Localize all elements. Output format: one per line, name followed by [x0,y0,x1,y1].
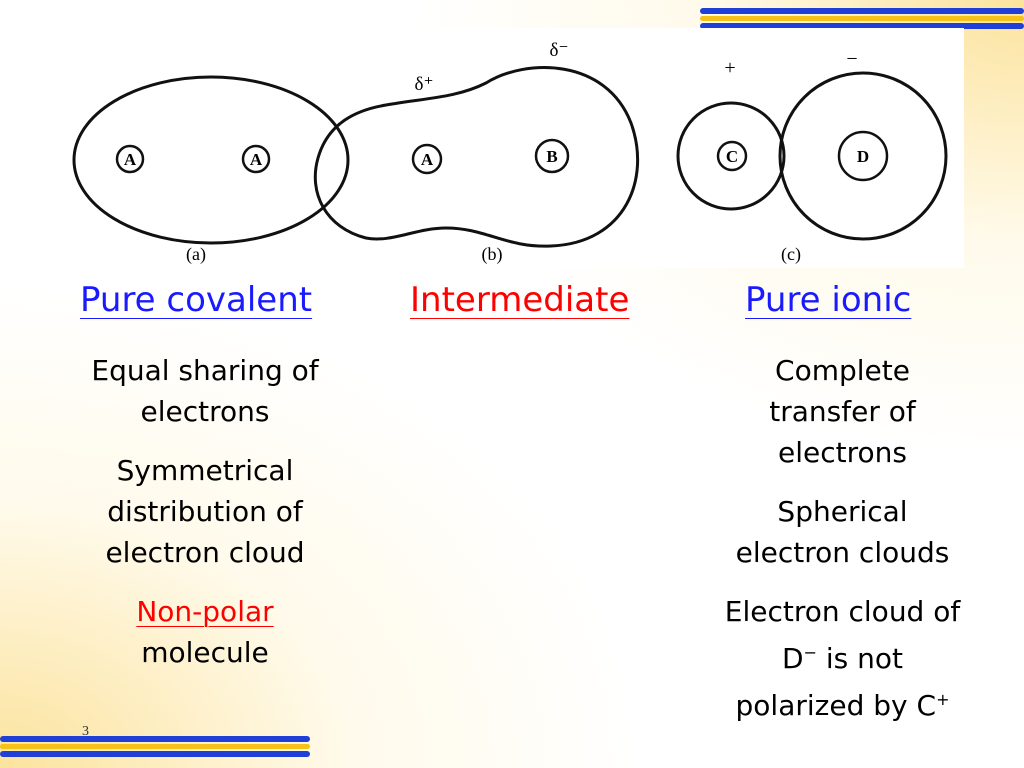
charge-positive: + [724,57,735,79]
partial-charge-positive: δ⁺ [415,74,434,95]
caption-a: (a) [186,244,206,265]
atom-label-left: C [726,147,738,166]
electron-cloud-ellipse [72,75,350,245]
covalent-line: molecule [141,636,269,669]
stripe-blue [700,23,1024,29]
atom-circle-left [115,144,145,174]
slide-number: 3 [82,724,89,739]
atom-label-right: D [857,147,869,166]
atom-circle-right [534,138,570,174]
heading-intermediate: Intermediate [410,280,630,320]
covalent-line: distribution of [107,495,303,528]
atom-circle-right [837,130,889,182]
stripe-yellow [700,16,1024,21]
non-polar-highlight: Non-polar [136,595,274,628]
cation-cloud [676,101,786,211]
ionic-line-part: polarized by C [735,689,937,722]
superscript-plus: + [936,690,950,709]
ionic-line: Spherical [777,495,908,528]
ionic-line: electrons [778,436,907,469]
caption-c: (c) [781,244,801,265]
bottom-decorative-stripes [0,736,310,760]
bonding-figure: A A (a) A B δ⁺ δ⁻ (b) C D + − (c) [46,28,964,268]
covalent-line: electrons [140,395,270,428]
ionic-line: transfer of [769,395,916,428]
charge-negative: − [846,48,857,70]
top-decorative-stripes [700,8,1024,30]
covalent-line: Symmetrical [116,454,294,487]
ionic-line: Complete [775,354,910,387]
ionic-line: D− is not [782,642,903,675]
atom-label-right: B [546,147,557,166]
atom-label-left: A [124,150,137,169]
ionic-line: electron clouds [735,536,950,569]
heading-pure-covalent: Pure covalent [80,280,313,320]
partial-charge-negative: δ⁻ [550,40,569,61]
ionic-line: Electron cloud of [724,595,961,628]
anion-cloud [778,71,948,241]
stripe-yellow [0,744,310,749]
stripe-blue [0,736,310,742]
covalent-description: Equal sharing of electrons Symmetrical d… [60,350,350,691]
covalent-line: electron cloud [105,536,305,569]
atom-label-right: A [250,150,263,169]
diagram-c-ionic: C D + − (c) [676,48,948,265]
atom-label-left: A [421,150,434,169]
ionic-line-part: D [782,642,804,675]
atom-circle-left [716,140,748,172]
stripe-blue [700,8,1024,14]
caption-b: (b) [482,244,503,265]
diagram-a-covalent: A A (a) [72,75,350,265]
diagram-b-intermediate: A B δ⁺ δ⁻ (b) [313,40,640,265]
ionic-line: polarized by C+ [736,689,950,722]
ionic-line-part: is not [816,642,903,675]
stripe-blue [0,751,310,757]
ionic-description: Complete transfer of electrons Spherical… [695,350,990,744]
superscript-minus: − [803,643,817,662]
atom-circle-left [411,143,443,175]
covalent-line: Equal sharing of [91,354,319,387]
electron-cloud-polar [313,66,640,248]
heading-pure-ionic: Pure ionic [745,280,912,320]
atom-circle-right [241,144,271,174]
